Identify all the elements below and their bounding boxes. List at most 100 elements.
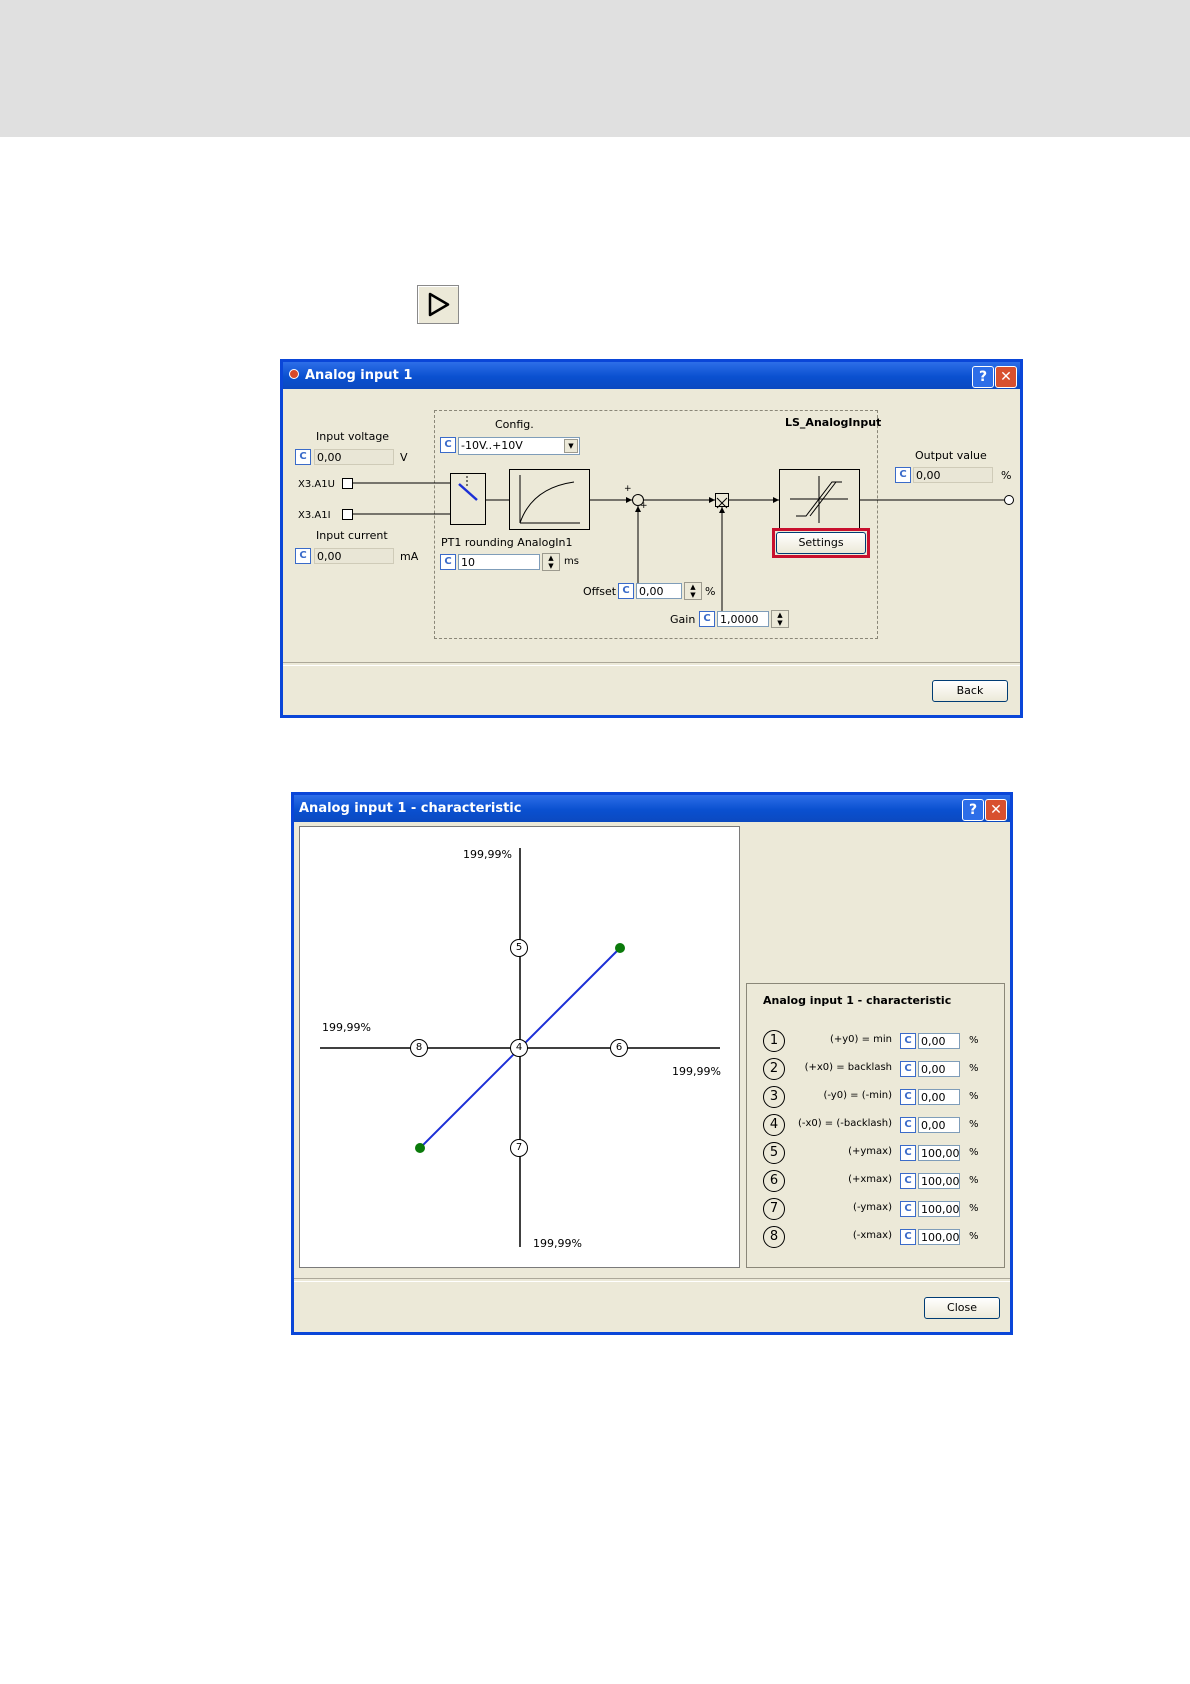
offset-spinner[interactable]: ▲▼ xyxy=(684,582,702,600)
terminal-a1u xyxy=(342,478,353,489)
pt1-unit: ms xyxy=(564,556,579,567)
c-button-param[interactable]: C xyxy=(900,1145,916,1161)
dropdown-arrow-icon[interactable]: ▼ xyxy=(564,439,578,453)
c-button-param[interactable]: C xyxy=(900,1117,916,1133)
param-input[interactable]: 0,00 xyxy=(918,1061,960,1077)
param-unit: % xyxy=(969,1203,979,1214)
param-input[interactable]: 0,00 xyxy=(918,1033,960,1049)
input-switch-block xyxy=(450,473,486,525)
c-button-config[interactable]: C xyxy=(440,437,456,453)
point-8-marker[interactable]: 8 xyxy=(410,1039,428,1057)
c-button-param[interactable]: C xyxy=(900,1033,916,1049)
param-input[interactable]: 0,00 xyxy=(918,1117,960,1133)
output-value-label: Output value xyxy=(915,449,987,462)
param-label: (+xmax) xyxy=(848,1174,892,1185)
settings-button[interactable]: Settings xyxy=(776,532,866,554)
dialog-titlebar: Analog input 1 - characteristic ? ✕ xyxy=(294,795,1010,822)
terminal-a1i-label: X3.A1I xyxy=(298,510,331,521)
footer-separator xyxy=(283,662,1020,666)
characteristic-dialog: Analog input 1 - characteristic ? ✕ 199,… xyxy=(291,792,1013,1335)
plus-sign-bottom: + xyxy=(640,501,648,511)
point-7-marker[interactable]: 7 xyxy=(510,1139,528,1157)
dialog-titlebar: Analog input 1 ? ✕ xyxy=(283,362,1020,389)
close-button[interactable]: ✕ xyxy=(995,366,1017,388)
terminal-a1i xyxy=(342,509,353,520)
param-unit: % xyxy=(969,1119,979,1130)
param-input[interactable]: 100,00 xyxy=(918,1201,960,1217)
footer-separator xyxy=(294,1278,1010,1282)
dialog-title: Analog input 1 xyxy=(305,368,413,383)
point-6-marker[interactable]: 6 xyxy=(610,1039,628,1057)
param-label: (+x0) = backlash xyxy=(804,1062,892,1073)
offset-input[interactable]: 0,00 xyxy=(636,583,682,599)
help-button[interactable]: ? xyxy=(972,366,994,388)
input-current-label: Input current xyxy=(316,529,388,542)
pt1-spinner[interactable]: ▲▼ xyxy=(542,553,560,571)
c-button-input-voltage[interactable]: C xyxy=(295,449,311,465)
input-current-value: 0,00 xyxy=(314,548,394,564)
output-value: 0,00 xyxy=(913,467,993,483)
ls-analoginput-block xyxy=(434,410,878,639)
param-number: 1 xyxy=(763,1030,785,1052)
c-button-pt1[interactable]: C xyxy=(440,554,456,570)
c-button-gain[interactable]: C xyxy=(699,611,715,627)
config-label: Config. xyxy=(495,418,534,431)
app-icon xyxy=(289,369,299,379)
c-button-output[interactable]: C xyxy=(895,467,911,483)
point-5-marker[interactable]: 5 xyxy=(510,939,528,957)
settings-highlight xyxy=(772,528,870,558)
characteristic-params-panel: Analog input 1 - characteristic 1(+y0) =… xyxy=(746,983,1005,1268)
param-input[interactable]: 100,00 xyxy=(918,1145,960,1161)
offset-unit: % xyxy=(705,585,716,598)
pt1-input[interactable]: 10 xyxy=(458,554,540,570)
pt1-filter-block xyxy=(509,469,590,530)
param-number: 2 xyxy=(763,1058,785,1080)
left-axis-label: 199,99% xyxy=(322,1021,371,1034)
param-number: 6 xyxy=(763,1170,785,1192)
c-button-param[interactable]: C xyxy=(900,1089,916,1105)
c-button-param[interactable]: C xyxy=(900,1201,916,1217)
lower-endpoint[interactable] xyxy=(415,1143,425,1153)
signal-flow-diagram xyxy=(353,482,1004,615)
point-4-marker[interactable]: 4 xyxy=(510,1039,528,1057)
gain-input[interactable]: 1,0000 xyxy=(717,611,769,627)
close-dialog-button[interactable]: Close xyxy=(924,1297,1000,1319)
input-voltage-label: Input voltage xyxy=(316,430,390,443)
bottom-axis-label: 199,99% xyxy=(533,1237,582,1250)
param-number: 3 xyxy=(763,1086,785,1108)
upper-endpoint[interactable] xyxy=(615,943,625,953)
c-button-param[interactable]: C xyxy=(900,1173,916,1189)
c-button-param[interactable]: C xyxy=(900,1229,916,1245)
param-input[interactable]: 100,00 xyxy=(918,1229,960,1245)
output-unit: % xyxy=(1001,469,1012,482)
param-unit: % xyxy=(969,1091,979,1102)
close-icon: ✕ xyxy=(990,802,1002,818)
input-voltage-value: 0,00 xyxy=(314,449,394,465)
param-unit: % xyxy=(969,1147,979,1158)
help-button[interactable]: ? xyxy=(962,799,984,821)
characteristic-icon xyxy=(790,476,848,523)
pt1-curve-icon xyxy=(519,475,580,524)
help-icon: ? xyxy=(978,369,988,385)
config-select[interactable]: -10V..+10V ▼ xyxy=(458,437,580,455)
close-button[interactable]: ✕ xyxy=(985,799,1007,821)
param-unit: % xyxy=(969,1231,979,1242)
param-input[interactable]: 0,00 xyxy=(918,1089,960,1105)
param-unit: % xyxy=(969,1175,979,1186)
param-unit: % xyxy=(969,1035,979,1046)
play-button[interactable] xyxy=(417,285,459,324)
input-current-unit: mA xyxy=(400,550,419,563)
terminal-a1u-label: X3.A1U xyxy=(298,479,335,490)
c-button-input-current[interactable]: C xyxy=(295,548,311,564)
gain-spinner[interactable]: ▲▼ xyxy=(771,610,789,628)
c-button-offset[interactable]: C xyxy=(618,583,634,599)
multiply-icon xyxy=(716,497,728,509)
output-terminal xyxy=(1004,495,1014,505)
back-button[interactable]: Back xyxy=(932,680,1008,702)
c-button-param[interactable]: C xyxy=(900,1061,916,1077)
right-axis-label: 199,99% xyxy=(672,1065,721,1078)
param-number: 8 xyxy=(763,1226,785,1248)
param-input[interactable]: 100,00 xyxy=(918,1173,960,1189)
